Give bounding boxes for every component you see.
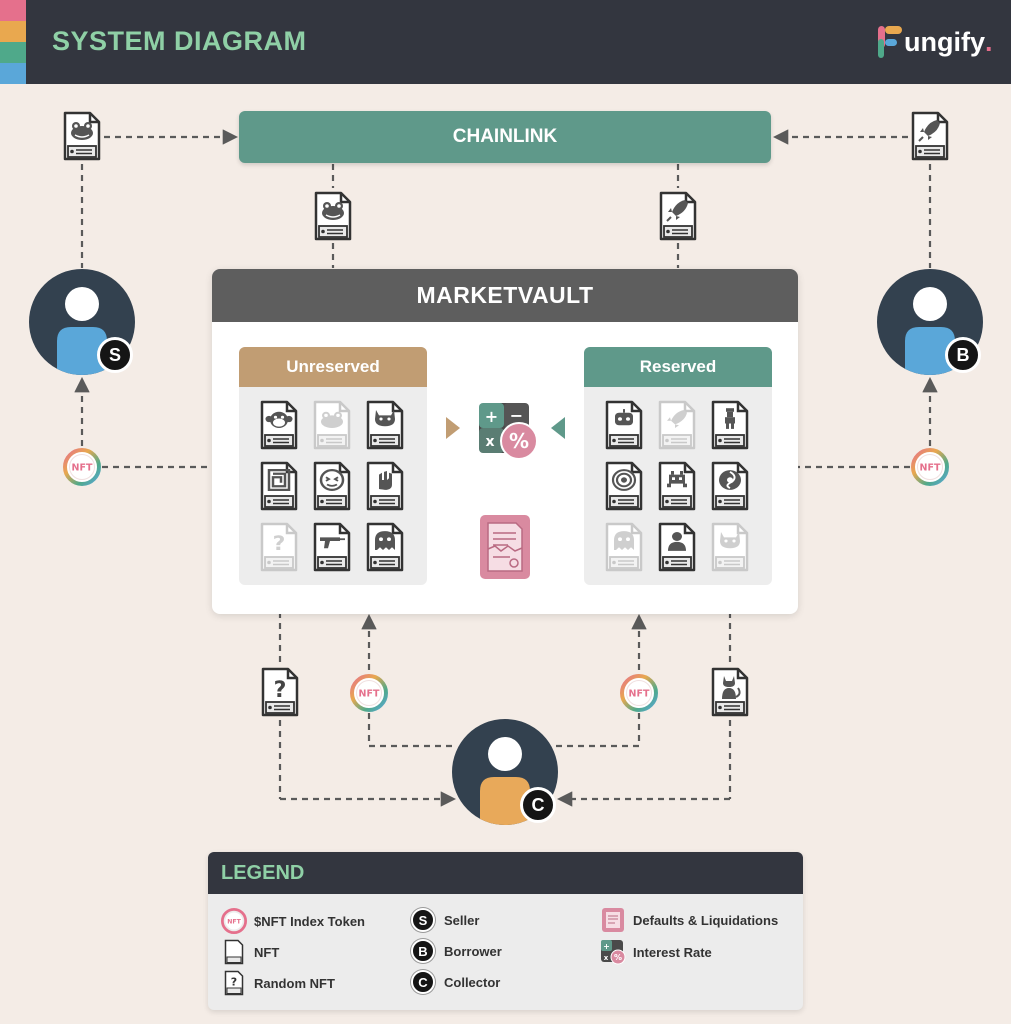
chainlink-box[interactable]: CHAINLINK	[239, 111, 771, 163]
rocket-nft-icon	[657, 399, 697, 451]
svg-text:x: x	[485, 434, 494, 450]
legend-title: LEGEND	[208, 852, 803, 894]
robot-nft-icon	[604, 399, 644, 451]
svg-text:+: +	[603, 942, 610, 951]
borrower-badge-icon: B	[411, 939, 435, 963]
legend-item-interest: + x% Interest Rate	[600, 939, 712, 965]
stripe-green	[0, 42, 26, 63]
reserved-pool[interactable]: Reserved	[584, 347, 772, 585]
unreserved-pool[interactable]: Unreserved ?	[239, 347, 427, 585]
reserved-title: Reserved	[584, 347, 772, 387]
ghost-nft-icon	[365, 521, 405, 573]
fungify-logo-icon	[878, 26, 902, 58]
svg-text:+: +	[485, 407, 498, 426]
svg-text:?: ?	[231, 976, 237, 989]
rocket-nft-icon	[910, 110, 950, 162]
legend-item-collector: C Collector	[411, 970, 500, 994]
triangle-right-icon	[446, 417, 460, 439]
svg-text:NFT: NFT	[359, 689, 380, 700]
marketvault-title: MARKETVAULT	[212, 269, 798, 322]
user-icon	[452, 719, 558, 825]
svg-text:x: x	[604, 954, 609, 962]
brand-logo[interactable]: ungify.	[878, 22, 993, 62]
random-nft-icon: ?	[259, 521, 299, 573]
borrower-avatar[interactable]: B	[877, 269, 983, 375]
svg-text:%: %	[614, 953, 622, 962]
random-nft-icon: ?	[260, 666, 300, 718]
stripe-pink	[0, 0, 26, 21]
triangle-left-icon	[551, 417, 565, 439]
gun-nft-icon	[312, 521, 352, 573]
legend-item-token: NFT $NFT Index Token	[221, 908, 365, 934]
collector-badge-icon: C	[411, 970, 435, 994]
marketvault-panel: MARKETVAULT Unreserved ? Reserved + − x …	[212, 269, 798, 614]
ghost-nft-icon	[604, 521, 644, 573]
header-bar	[0, 0, 1011, 84]
brand-dot: .	[985, 26, 993, 57]
legend-label-borrower: Borrower	[444, 943, 502, 959]
legend-label-interest: Interest Rate	[633, 944, 712, 960]
svg-text:NFT: NFT	[920, 463, 941, 474]
nft-token-icon: NFT	[221, 908, 247, 934]
maze-nft-icon	[259, 460, 299, 512]
svg-text:−: −	[510, 406, 523, 425]
rocket-nft-icon	[658, 190, 698, 242]
svg-text:?: ?	[273, 532, 286, 555]
unreserved-title: Unreserved	[239, 347, 427, 387]
cat-nft-icon	[710, 666, 750, 718]
random-nft-icon: ?	[221, 970, 247, 996]
collector-badge: C	[520, 787, 556, 823]
nft-token-icon: NFT	[63, 448, 101, 486]
legend-label-defaults: Defaults & Liquidations	[633, 912, 779, 928]
legend-panel: LEGEND NFT $NFT Index Token NFT ? Random…	[208, 852, 803, 1010]
svg-text:NFT: NFT	[629, 689, 650, 700]
collector-avatar[interactable]: C	[452, 719, 558, 825]
random-symbol: ?	[274, 678, 287, 703]
brand-name: ungify	[904, 26, 985, 57]
seller-badge-icon: S	[411, 908, 435, 932]
invader-nft-icon	[657, 460, 697, 512]
cat-nft-icon	[365, 399, 405, 451]
borrower-badge: B	[945, 337, 981, 373]
pixel-man-nft-icon	[710, 399, 750, 451]
cat-nft-icon	[710, 521, 750, 573]
rock-hand-nft-icon	[365, 460, 405, 512]
nft-doc-icon	[221, 939, 247, 965]
seller-avatar[interactable]: S	[29, 269, 135, 375]
person-nft-icon	[657, 521, 697, 573]
nft-token-icon: NFT	[350, 674, 388, 712]
legend-item-borrower: B Borrower	[411, 939, 502, 963]
legend-label-random-nft: Random NFT	[254, 975, 335, 991]
frog-nft-icon	[62, 110, 102, 162]
defaults-liquidations-icon	[480, 515, 530, 579]
legend-item-random-nft: ? Random NFT	[221, 970, 335, 996]
legend-label-seller: Seller	[444, 912, 480, 928]
legend-item-nft: NFT	[221, 939, 279, 965]
target-nft-icon	[604, 460, 644, 512]
stripe-orange	[0, 21, 26, 42]
nft-token-icon: NFT	[620, 674, 658, 712]
legend-label-nft: NFT	[254, 944, 280, 960]
frog-nft-icon	[313, 190, 353, 242]
seller-badge: S	[97, 337, 133, 373]
monkey-nft-icon	[259, 399, 299, 451]
legend-label-collector: Collector	[444, 974, 501, 990]
face-nft-icon	[312, 460, 352, 512]
legend-item-seller: S Seller	[411, 908, 479, 932]
swirl-nft-icon	[710, 460, 750, 512]
legend-item-defaults: Defaults & Liquidations	[600, 907, 778, 933]
interest-rate-icon: + − x %	[479, 403, 538, 460]
legend-label-token: $NFT Index Token	[254, 913, 365, 929]
stripe-blue	[0, 63, 26, 84]
svg-text:NFT: NFT	[72, 463, 93, 474]
svg-text:NFT: NFT	[227, 919, 241, 926]
interest-rate-icon: + x%	[600, 939, 626, 965]
frog-nft-icon	[312, 399, 352, 451]
svg-text:%: %	[509, 429, 529, 453]
nft-token-icon: NFT	[911, 448, 949, 486]
defaults-liquidations-icon	[600, 907, 626, 933]
page-title: SYSTEM DIAGRAM	[52, 26, 307, 56]
